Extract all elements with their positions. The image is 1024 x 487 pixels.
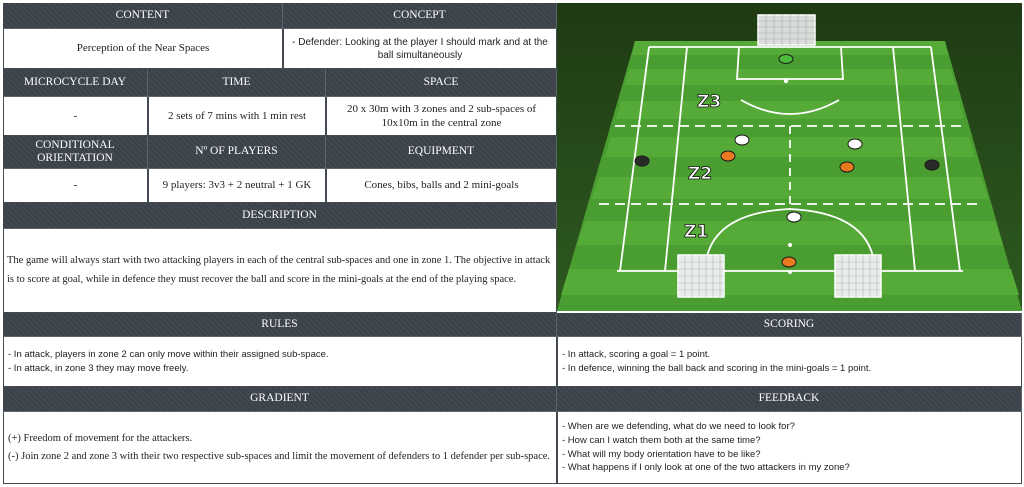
player-neutral [634,155,650,167]
scoring-list: - In attack, scoring a goal = 1 point. -… [557,337,1022,387]
zone-labels: Z3 Z2 Z1 [684,92,722,243]
feedback-item: - What happens if I only look at one of … [562,462,850,474]
feedback-header: FEEDBACK [557,387,1022,412]
zone-label-z1: Z1 [684,222,708,242]
rule-item: - In attack, in zone 3 they may move fre… [8,362,189,374]
player-white [847,138,863,150]
player-white [786,211,802,223]
description-text: The game will always start with two atta… [3,229,557,313]
player-orange [781,256,797,268]
microcycle-day-header: MICROCYCLE DAY [3,69,148,97]
concept-value: - Defender: Looking at the player I shou… [283,29,557,69]
gradient-item: (-) Join zone 2 and zone 3 with their tw… [8,450,551,462]
session-sheet: CONTENT CONCEPT Perception of the Near S… [3,3,1022,484]
player-orange [720,150,736,162]
num-players-value: 9 players: 3v3 + 2 neutral + 1 GK [148,169,326,203]
space-value: 20 x 30m with 3 zones and 2 sub-spaces o… [326,97,557,136]
equipment-value: Cones, bibs, balls and 2 mini-goals [326,169,557,203]
equipment-header: EQUIPMENT [326,136,557,169]
zone-label-z3: Z3 [697,92,721,112]
player-goalkeeper [778,54,794,64]
num-players-header: Nº OF PLAYERS [148,136,326,169]
feedback-item: - How can I watch them both at the same … [562,434,761,446]
gradient-list: (+) Freedom of movement for the attacker… [3,412,557,484]
space-header: SPACE [326,69,557,97]
time-header: TIME [148,69,326,97]
top-goal [757,14,816,46]
mini-goal-left [677,254,725,298]
conditional-orientation-value: - [3,169,148,203]
rules-header: RULES [3,313,557,337]
conditional-orientation-header: CONDITIONAL ORIENTATION [3,136,148,169]
feedback-list: - When are we defending, what do we need… [557,412,1022,484]
spot-bottom [788,243,792,247]
feedback-item: - When are we defending, what do we need… [562,420,795,432]
player-neutral [924,159,940,171]
time-value: 2 sets of 7 mins with 1 min rest [148,97,326,136]
zone-label-z2: Z2 [688,164,712,184]
content-header: CONTENT [3,3,283,29]
microcycle-day-value: - [3,97,148,136]
concept-header: CONCEPT [283,3,557,29]
feedback-item: - What will my body orientation have to … [562,448,761,460]
rules-list: - In attack, players in zone 2 can only … [3,337,557,387]
spot-top [783,78,789,84]
pitch-diagram: Z3 Z2 Z1 [557,3,1022,311]
content-value: Perception of the Near Spaces [3,29,283,69]
spot-center [788,270,792,274]
players [634,54,940,268]
mini-goal-right [834,254,882,298]
rule-item: - In attack, players in zone 2 can only … [8,348,329,360]
gradient-header: GRADIENT [3,387,557,412]
player-white [734,134,750,146]
player-orange [839,161,855,173]
description-header: DESCRIPTION [3,203,557,229]
pitch-svg: Z3 Z2 Z1 [557,3,1022,311]
scoring-item: - In attack, scoring a goal = 1 point. [562,348,711,360]
gradient-item: (+) Freedom of movement for the attacker… [8,432,193,444]
scoring-item: - In defence, winning the ball back and … [562,362,872,374]
scoring-header: SCORING [557,313,1022,337]
